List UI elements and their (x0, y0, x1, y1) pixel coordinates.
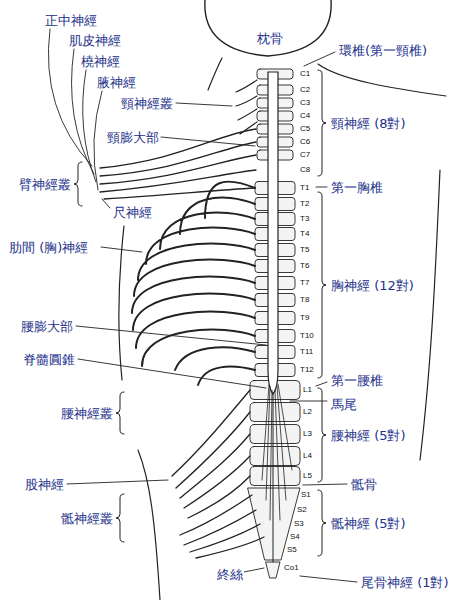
vertebra-label: C2 (300, 86, 310, 94)
anatomy-label: 尾骨神經 (1對) (360, 575, 450, 590)
cervical-plexus-nerves (236, 80, 257, 134)
vertebra-label: C6 (300, 138, 310, 146)
anatomy-label: 肋間 (胸)神經 (8, 240, 89, 255)
anatomy-label: 第一胸椎 (330, 180, 384, 195)
vertebra-label: L3 (303, 430, 312, 438)
anatomy-label: 橈神經 (80, 54, 121, 69)
anatomy-label: 腰膨大部 (20, 319, 74, 334)
anatomy-label: 臂神經叢 (18, 177, 72, 192)
vertebra-label: T11 (300, 348, 313, 356)
vertebra-label: T7 (300, 279, 309, 287)
vertebra-label: S1 (301, 491, 311, 499)
vertebra (250, 403, 300, 422)
vertebral-column (248, 69, 300, 578)
sacrum (248, 488, 300, 560)
anatomy-label: 脊髓圓錐 (22, 352, 76, 367)
vertebra-label: Co1 (284, 564, 299, 572)
vertebra-label: T9 (300, 314, 309, 322)
sacral-nerves (180, 495, 264, 558)
vertebra (250, 447, 300, 466)
vertebra-label: T4 (300, 230, 309, 238)
anatomy-label: 馬尾 (330, 397, 358, 412)
vertebra-label: C1 (300, 70, 310, 78)
vertebra-label: T1 (300, 184, 309, 192)
leader-lines (48, 29, 357, 582)
cauda-equina (262, 384, 292, 520)
anatomy-label: 骶骨 (350, 477, 378, 492)
anatomy-label: 肌皮神經 (68, 33, 122, 48)
anatomy-label: 骶神經叢 (60, 511, 114, 526)
vertebra (250, 467, 300, 486)
vertebra-label: S2 (297, 506, 307, 514)
anatomy-label: 頸神經叢 (120, 96, 174, 111)
vertebra-label: T6 (300, 262, 309, 270)
skull-outline (205, 0, 331, 56)
brachial-plexus-nerves (100, 129, 256, 199)
anatomy-label: 第一腰椎 (330, 373, 384, 388)
vertebra-label: C8 (300, 166, 310, 174)
lumbar-nerves (172, 390, 250, 518)
anatomy-label: 腰神經叢 (60, 406, 114, 421)
vertebra-label: S5 (287, 546, 297, 554)
coccyx (266, 562, 280, 578)
shoulder-outline (318, 64, 446, 96)
vertebra-label: L4 (303, 452, 312, 460)
vertebra-label: S4 (290, 533, 300, 541)
anatomy-label: 尺神經 (112, 205, 153, 220)
neck-outline (208, 58, 222, 90)
torso-outline (119, 170, 440, 600)
vertebra-label: T12 (300, 366, 314, 374)
vertebra-label: L1 (303, 386, 312, 394)
vertebra-label: T8 (300, 296, 309, 304)
brackets (74, 70, 326, 556)
anatomy-label: 環椎(第一頸椎) (338, 43, 428, 58)
filum-terminale (273, 394, 274, 562)
anatomy-label: 骶神經 (5對) (330, 516, 407, 531)
anatomy-label: 頸神經 (8對) (330, 116, 407, 131)
anatomy-label: 正中神經 (44, 13, 98, 28)
vertebra-label: C7 (300, 151, 310, 159)
vertebra-label: C4 (300, 112, 310, 120)
vertebra-label: T5 (300, 246, 309, 254)
vertebra-label: L5 (303, 472, 312, 480)
vertebra-label: T10 (300, 332, 314, 340)
spinal-cord (268, 72, 278, 394)
vertebra-label: T2 (300, 200, 309, 208)
vertebra-label: L2 (303, 408, 312, 416)
vertebra-label: S3 (294, 520, 304, 528)
anatomy-label: 腰神經 (5對) (330, 428, 407, 443)
anatomy-label: 腋神經 (96, 75, 137, 90)
vertebra-label: C3 (300, 99, 310, 107)
vertebra-label: C5 (300, 125, 310, 133)
vertebra (250, 425, 300, 444)
anatomy-label: 股神經 (24, 477, 65, 492)
anatomy-label: 胸神經 (12對) (330, 278, 415, 293)
anatomy-label: 枕骨 (256, 31, 284, 46)
vertebra-label: T3 (300, 215, 309, 223)
anatomy-label: 終絲 (216, 567, 244, 582)
anatomy-label: 頸膨大部 (106, 130, 160, 145)
